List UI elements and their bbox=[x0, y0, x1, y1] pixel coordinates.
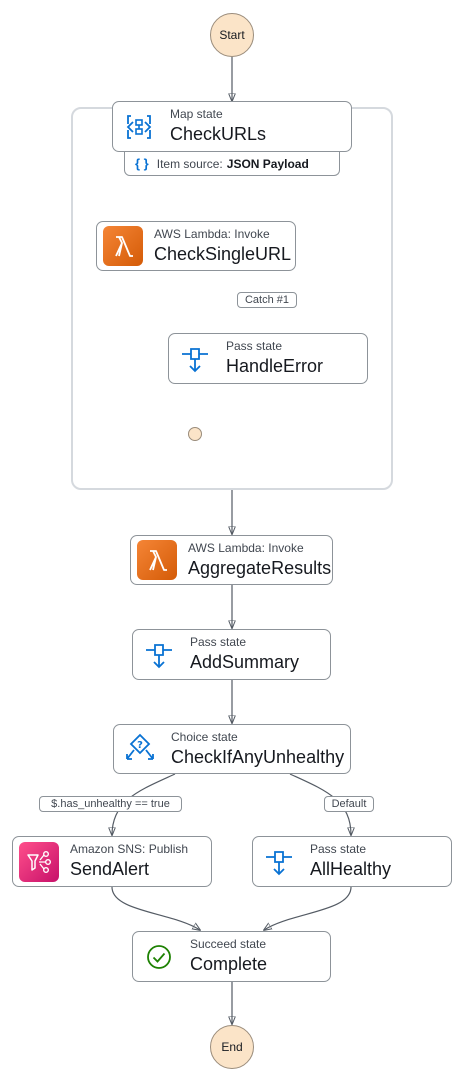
item-source-value: JSON Payload bbox=[226, 156, 309, 171]
map-icon bbox=[119, 107, 159, 147]
complete-node[interactable]: Succeed state Complete bbox=[132, 931, 331, 982]
edge-sendalert-to-complete bbox=[111, 886, 200, 930]
lambda-icon bbox=[137, 540, 177, 580]
handle-error-name: HandleError bbox=[226, 356, 324, 377]
check-single-url-node[interactable]: AWS Lambda: Invoke CheckSingleURL bbox=[96, 221, 296, 271]
sns-icon bbox=[19, 841, 59, 882]
add-summary-node[interactable]: Pass state AddSummary bbox=[132, 629, 331, 680]
handle-error-node[interactable]: Pass state HandleError bbox=[168, 333, 368, 384]
aggregate-results-node[interactable]: AWS Lambda: Invoke AggregateResults bbox=[130, 535, 333, 585]
default-edge-label: Default bbox=[324, 796, 374, 812]
choice-rule-edge-label: $.has_unhealthy == true bbox=[39, 796, 182, 812]
send-alert-name: SendAlert bbox=[70, 859, 150, 880]
lambda-icon bbox=[103, 226, 143, 266]
choice-rule-edge-text: $.has_unhealthy == true bbox=[51, 798, 170, 810]
add-summary-kind: Pass state bbox=[190, 635, 247, 650]
catch-edge-text: Catch #1 bbox=[244, 294, 290, 306]
catch-edge-label: Catch #1 bbox=[237, 292, 297, 308]
all-healthy-node[interactable]: Pass state AllHealthy bbox=[252, 836, 452, 887]
item-source-bar[interactable]: { } Item source: JSON Payload bbox=[124, 152, 340, 176]
check-if-any-unhealthy-kind: Choice state bbox=[171, 729, 238, 744]
all-healthy-kind: Pass state bbox=[310, 842, 367, 857]
add-summary-name: AddSummary bbox=[190, 652, 300, 673]
pass-icon bbox=[259, 842, 299, 882]
svg-text:?: ? bbox=[137, 740, 143, 751]
check-single-url-name: CheckSingleURL bbox=[154, 243, 292, 264]
end-label: End bbox=[221, 1040, 243, 1054]
start-terminal[interactable]: Start bbox=[210, 13, 254, 57]
check-single-url-kind: AWS Lambda: Invoke bbox=[154, 226, 270, 241]
edge-allhealthy-to-complete bbox=[264, 886, 352, 930]
complete-name: Complete bbox=[190, 954, 268, 975]
complete-kind: Succeed state bbox=[190, 937, 267, 952]
all-healthy-name: AllHealthy bbox=[310, 859, 392, 880]
aggregate-results-name: AggregateResults bbox=[188, 557, 332, 578]
succeed-icon bbox=[139, 937, 179, 977]
merge-point bbox=[188, 427, 202, 441]
default-edge-text: Default bbox=[331, 798, 367, 810]
aggregate-results-kind: AWS Lambda: Invoke bbox=[188, 540, 304, 555]
map-state-node[interactable]: Map state CheckURLs bbox=[112, 101, 352, 152]
check-if-any-unhealthy-node[interactable]: ? Choice state CheckIfAnyUnhealthy bbox=[113, 724, 351, 774]
choice-icon: ? bbox=[120, 729, 160, 769]
item-source-label: Item source: bbox=[156, 156, 223, 171]
pass-icon bbox=[175, 339, 215, 379]
json-braces-icon: { } bbox=[135, 156, 149, 171]
end-terminal[interactable]: End bbox=[210, 1025, 254, 1069]
send-alert-kind: Amazon SNS: Publish bbox=[70, 842, 189, 857]
map-state-kind: Map state bbox=[170, 107, 223, 122]
map-state-name: CheckURLs bbox=[170, 124, 267, 145]
check-if-any-unhealthy-name: CheckIfAnyUnhealthy bbox=[171, 746, 345, 767]
handle-error-kind: Pass state bbox=[226, 339, 283, 354]
start-label: Start bbox=[219, 28, 245, 42]
pass-icon bbox=[139, 635, 179, 675]
send-alert-node[interactable]: Amazon SNS: Publish SendAlert bbox=[12, 836, 212, 887]
